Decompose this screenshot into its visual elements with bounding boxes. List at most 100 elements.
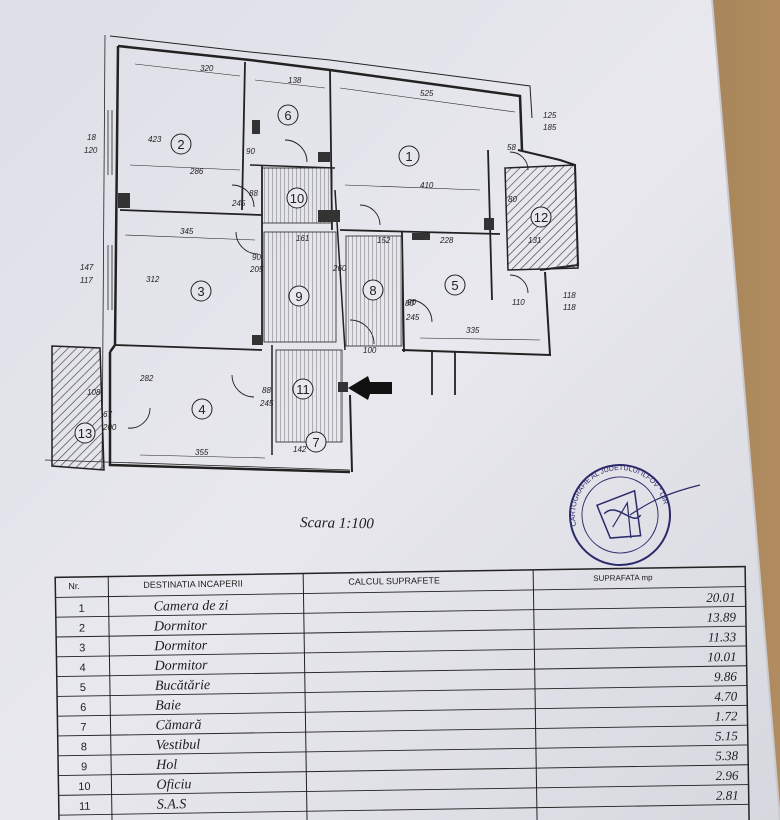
svg-text:147: 147 [80,263,94,272]
row-number: 1 [79,603,85,615]
svg-text:260: 260 [332,264,347,273]
room-area: 5.38 [715,748,738,763]
svg-text:58: 58 [507,143,516,152]
row-number: 2 [79,623,85,635]
room-destination: Baie [155,698,181,713]
svg-text:118: 118 [563,291,576,300]
svg-text:286: 286 [189,167,204,176]
svg-text:108: 108 [87,388,101,397]
svg-text:245: 245 [231,199,246,208]
room-label-1: 1 [398,145,420,167]
table-row: 8 Vestibul 5.15 [81,728,739,754]
svg-text:138: 138 [288,76,302,85]
svg-text:10: 10 [290,191,304,206]
room-label-5: 5 [444,274,466,296]
svg-text:88: 88 [249,189,258,198]
room-area: 10.01 [707,649,736,664]
svg-text:5: 5 [451,278,458,293]
scale-label: Scara 1:100 [300,515,375,532]
svg-text:355: 355 [195,448,209,457]
svg-text:90: 90 [252,253,261,262]
room-area: 20.01 [706,590,735,605]
table-header: Nr. DESTINATIA INCAPERII CALCUL SUPRAFET… [68,573,653,591]
svg-text:6: 6 [284,108,291,123]
svg-text:345: 345 [180,227,194,236]
svg-text:SUPRAFATA mp: SUPRAFATA mp [593,573,653,583]
svg-text:185: 185 [543,123,557,132]
svg-text:245: 245 [259,399,274,408]
dimension-labels: 320 138 525 125 185 423 18 120 286 410 3… [80,64,576,457]
room-label-8: 8 [362,279,384,301]
room-destination: Camera de zi [154,598,229,614]
svg-text:Nr.: Nr. [68,581,80,591]
svg-text:90: 90 [246,147,255,156]
svg-text:131: 131 [528,236,541,245]
room-label-12: 12 [530,206,552,228]
room-destination: Hol [155,758,177,773]
svg-text:152: 152 [377,236,391,245]
room-destination: Oficiu [156,777,191,793]
row-number: 8 [81,741,87,753]
svg-text:117: 117 [80,276,93,285]
room-label-3: 3 [190,280,212,302]
svg-text:2: 2 [177,137,184,152]
svg-text:525: 525 [420,89,434,98]
svg-text:7: 7 [312,435,319,450]
room-area: 2.81 [716,787,739,802]
room-destination: Vestibul [156,738,201,754]
wall-piers [118,120,494,392]
svg-text:200: 200 [102,423,117,432]
table-row: 6 Baie 4.70 [80,688,738,714]
row-number: 6 [80,702,86,714]
svg-text:80: 80 [405,299,414,308]
room-label-11: 11 [292,378,314,400]
svg-text:18: 18 [87,133,96,142]
svg-text:410: 410 [420,181,434,190]
svg-text:118: 118 [563,303,576,312]
row-number: 10 [78,781,90,793]
room-destination: Dormitor [153,658,208,674]
entrance-arrow-icon [348,376,392,400]
svg-text:80: 80 [508,195,517,204]
table-row: 2 Dormitor 13.89 [79,609,737,635]
balcony-13 [51,345,105,471]
row-number: 9 [81,761,87,773]
svg-text:100: 100 [363,346,377,355]
svg-text:423: 423 [148,135,162,144]
table-row: 1 Camera de zi 20.01 [79,590,736,615]
svg-text:282: 282 [139,374,154,383]
room-area: 13.89 [707,609,737,624]
svg-text:DESTINATIA INCAPERII: DESTINATIA INCAPERII [143,578,243,590]
signature-stroke [629,484,701,516]
svg-text:13: 13 [78,426,92,441]
svg-text:161: 161 [296,234,309,243]
room-labels: 1 2 3 4 5 6 7 8 9 10 11 12 13 [74,104,552,453]
svg-text:67: 67 [103,410,112,419]
svg-text:11: 11 [296,382,310,397]
svg-text:110: 110 [512,298,525,307]
svg-text:90: 90 [407,298,416,307]
room-label-9: 9 [288,285,310,307]
svg-text:1: 1 [405,149,412,164]
room-area: 11.33 [708,629,737,644]
svg-text:8: 8 [369,283,376,298]
room-destination: S.A.S [157,797,187,812]
room-label-4: 4 [191,398,213,420]
room-area: 2.96 [716,768,739,783]
room-area: 5.15 [715,728,738,743]
svg-text:320: 320 [200,64,214,73]
svg-text:CALCUL SUPRAFETE: CALCUL SUPRAFETE [348,575,440,586]
svg-text:4: 4 [198,402,205,417]
room-area: 9.86 [714,669,737,684]
table-row: 10 Oficiu 2.96 [78,768,739,793]
svg-text:205: 205 [249,265,264,274]
room-destination: Bucătărie [155,678,210,694]
room-label-7: 7 [305,431,327,453]
room-destination: Dormitor [153,619,208,635]
svg-text:312: 312 [146,275,160,284]
room-destination: Dormitor [153,638,208,654]
room-area: 4.70 [714,688,737,703]
